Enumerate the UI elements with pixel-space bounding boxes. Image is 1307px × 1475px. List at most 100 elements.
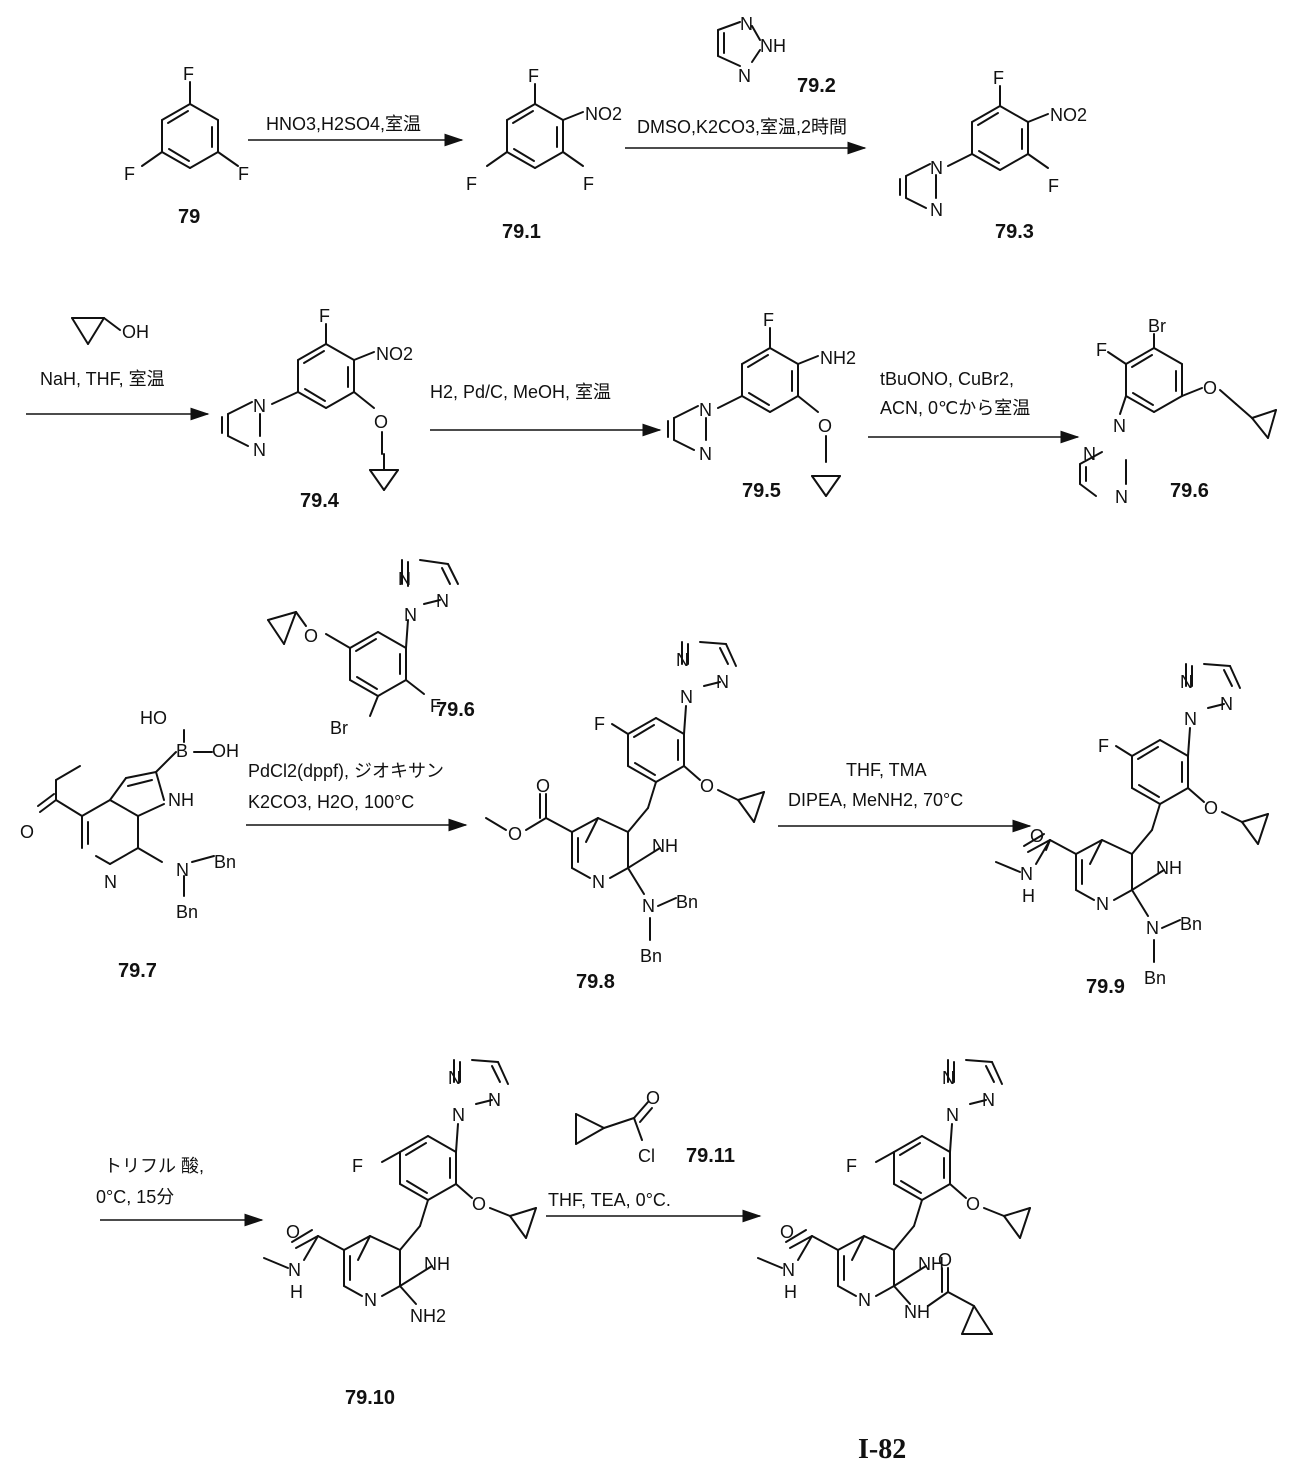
atom-label: O (536, 776, 550, 796)
atom-label: N (253, 396, 266, 416)
atom-label: N (288, 1260, 301, 1280)
compound-label-79-6: 79.6 (1170, 480, 1209, 502)
atom-label: F (183, 64, 194, 84)
atom-label: NO2 (585, 104, 622, 124)
compound-label-79-10: 79.10 (345, 1387, 395, 1409)
conditions-step9: THF, TEA, 0°C. (548, 1190, 671, 1210)
structure-79-7: HO B OH NH N O N Bn Bn (20, 708, 239, 922)
atom-label: N (782, 1260, 795, 1280)
atom-label: N (448, 1068, 461, 1088)
atom-label: N (946, 1105, 959, 1125)
atom-label: H (1022, 886, 1035, 906)
atom-label: F (124, 164, 135, 184)
atom-label: Br (1148, 316, 1166, 336)
structure-i-82: N N N F O NH N O N H NH O (758, 1060, 1030, 1334)
atom-label: Bn (176, 902, 198, 922)
atom-label: N (488, 1090, 501, 1110)
atom-label: H (784, 1282, 797, 1302)
structure-79-10: N N N F O NH N O N H NH2 (264, 1060, 536, 1326)
structure-79-6: F Br O N N N (1080, 316, 1276, 507)
atom-label: NH (760, 36, 786, 56)
atom-label: N (404, 605, 417, 625)
atom-label: N (1020, 864, 1033, 884)
compound-label-79-6-reagent: 79.6 (436, 699, 475, 721)
atom-label: N (1096, 894, 1109, 914)
atom-label: O (374, 412, 388, 432)
atom-label: F (594, 714, 605, 734)
compound-label-i-82: I-82 (858, 1434, 906, 1465)
conditions-step4: H2, Pd/C, MeOH, 室温 (430, 382, 611, 402)
atom-label: N (436, 591, 449, 611)
atom-label: NH (1156, 858, 1182, 878)
atom-label: O (780, 1222, 794, 1242)
atom-label: N (982, 1090, 995, 1110)
atom-label: F (583, 174, 594, 194)
structure-79-1: F NO2 F F (466, 66, 622, 194)
atom-label: O (938, 1250, 952, 1270)
atom-label: F (319, 306, 330, 326)
atom-label: Br (330, 718, 348, 738)
conditions-step8-line1: トリフル 酸, (104, 1156, 204, 1176)
atom-label: NH (168, 790, 194, 810)
conditions-step5-line2: ACN, 0℃から室温 (880, 398, 1030, 418)
atom-label: Bn (1144, 968, 1166, 988)
atom-label: NO2 (1050, 105, 1087, 125)
atom-label: NH (904, 1302, 930, 1322)
atom-label: F (238, 164, 249, 184)
structure-79-4: F NO2 O N N (222, 306, 413, 490)
atom-label: N (699, 400, 712, 420)
compound-label-79-4: 79.4 (300, 490, 340, 512)
structure-79-2: N NH N (718, 14, 786, 86)
structure-79-11: O Cl (576, 1088, 660, 1166)
atom-label: F (846, 1156, 857, 1176)
atom-label: F (352, 1156, 363, 1176)
atom-label: N (1220, 694, 1233, 714)
atom-label: N (1180, 672, 1193, 692)
atom-label: N (176, 860, 189, 880)
compound-label-79-8: 79.8 (576, 971, 615, 993)
atom-label: N (1083, 444, 1096, 464)
conditions-step8-line2: 0°C, 15分 (96, 1187, 174, 1207)
atom-label: N (676, 650, 689, 670)
atom-label: N (452, 1105, 465, 1125)
conditions-step3: NaH, THF, 室温 (40, 369, 165, 389)
atom-label: N (740, 14, 753, 34)
atom-label: Cl (638, 1146, 655, 1166)
atom-label: N (930, 158, 943, 178)
structure-cyclopropanol: OH (72, 318, 149, 344)
atom-label: N (642, 896, 655, 916)
atom-label: NH2 (820, 348, 856, 368)
atom-label: B (176, 741, 188, 761)
atom-label: F (763, 310, 774, 330)
atom-label: NO2 (376, 344, 413, 364)
atom-label: OH (212, 741, 239, 761)
structure-79-8: N N N F O NH N O O N Bn Bn (486, 642, 764, 966)
atom-label: O (20, 822, 34, 842)
atom-label: N (858, 1290, 871, 1310)
conditions-step1: HNO3,H2SO4,室温 (266, 114, 421, 134)
atom-label: N (1113, 416, 1126, 436)
compound-label-79-11: 79.11 (686, 1145, 735, 1167)
atom-label: N (253, 440, 266, 460)
atom-label: N (942, 1068, 955, 1088)
conditions-step5-line1: tBuONO, CuBr2, (880, 369, 1014, 389)
atom-label: N (398, 569, 411, 589)
atom-label: F (993, 68, 1004, 88)
atom-label: F (528, 66, 539, 86)
conditions-step7-line1: THF, TMA (846, 760, 927, 780)
atom-label: NH2 (410, 1306, 446, 1326)
conditions-step7-line2: DIPEA, MeNH2, 70°C (788, 790, 963, 810)
structure-79-9: N N N F O NH N O N H N Bn Bn (996, 664, 1268, 988)
atom-label: H (290, 1282, 303, 1302)
atom-label: O (286, 1222, 300, 1242)
atom-label: N (592, 872, 605, 892)
atom-label: NH (424, 1254, 450, 1274)
atom-label: O (1030, 826, 1044, 846)
atom-label: O (304, 626, 318, 646)
atom-label: N (738, 66, 751, 86)
atom-label: N (104, 872, 117, 892)
atom-label: O (1203, 378, 1217, 398)
structure-79: F F F (124, 64, 249, 184)
atom-label: O (508, 824, 522, 844)
